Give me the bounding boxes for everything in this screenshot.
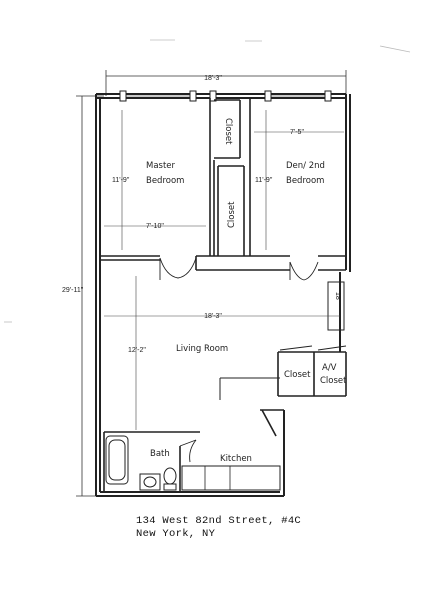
room-av-closet-line1: A/V <box>322 363 337 373</box>
room-kitchen: Kitchen <box>220 454 252 464</box>
interior-dim-lines <box>104 110 344 430</box>
niche <box>327 281 345 331</box>
address-line1: 134 West 82nd Street, #4C <box>136 515 302 527</box>
dim-overall-height: 29'-11" <box>62 287 84 294</box>
dim-den-width: 7'-5" <box>290 129 304 136</box>
address-line2: New York, NY <box>136 528 216 540</box>
dim-master-width: 7'-10" <box>146 223 164 230</box>
outer-walls <box>95 93 351 497</box>
room-master-line1: Master <box>146 161 176 171</box>
dim-living-width: 18'-3" <box>204 313 222 320</box>
dim-master-height: 11'-9" <box>112 177 130 184</box>
room-living: Living Room <box>176 344 228 354</box>
dim-den-height: 11'-9" <box>255 177 273 184</box>
room-den-line1: Den/ 2nd <box>286 161 325 171</box>
scan-marks <box>4 39 411 323</box>
room-master-line2: Bedroom <box>146 176 184 186</box>
interior-walls <box>100 98 347 492</box>
room-closet-master: Closet <box>223 118 233 145</box>
room-av-closet-line2: Closet <box>320 376 347 386</box>
bath-fixtures <box>105 435 177 491</box>
room-closet-center: Closet <box>227 201 237 228</box>
dim-living-height: 12'-2" <box>128 347 146 354</box>
doors <box>159 257 347 463</box>
room-bath: Bath <box>150 449 170 459</box>
windows <box>119 90 332 102</box>
room-den-line2: Bedroom <box>286 176 324 186</box>
dim-overall-width: 18'-3" <box>204 75 222 82</box>
dim-niche: 18" <box>334 292 341 303</box>
room-closet-living: Closet <box>284 370 311 380</box>
overall-width-line <box>105 70 347 96</box>
